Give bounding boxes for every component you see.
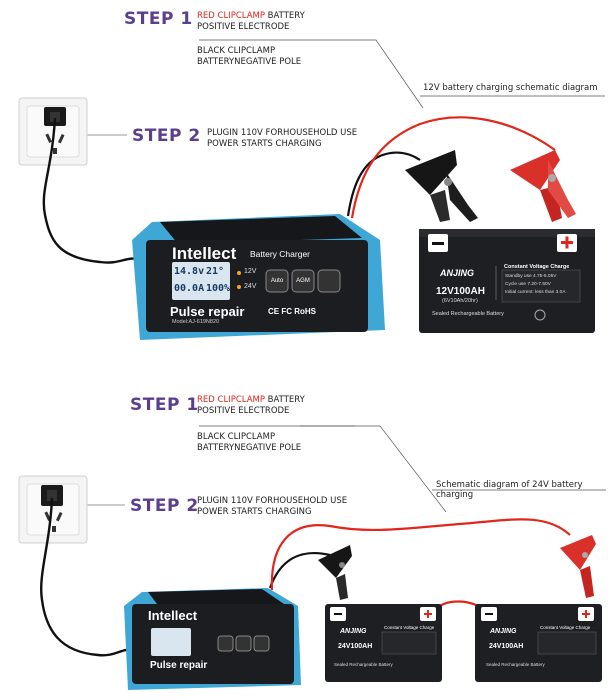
bottom-step2-line1: PLUGIN 110V FORHOUSEHOLD USE	[197, 496, 348, 506]
bottom-b2-brand: ANJING	[490, 628, 517, 635]
top-mode-12v: 12V	[244, 268, 257, 275]
bottom-step2-text: PLUGIN 110V FORHOUSEHOLD USE POWER START…	[197, 496, 347, 518]
top-positive-electrode-text: POSITIVE ELECTRODE	[197, 22, 290, 32]
bottom-black-clamp-icon	[318, 545, 352, 600]
top-battery-spec: Standby use 4.75-5.05V Cycle use 7.20-7.…	[505, 273, 566, 297]
bottom-red-clamp-text: RED CLIPCLAMP	[197, 395, 265, 405]
top-battery	[419, 229, 595, 333]
top-step2-line1: PLUGIN 110V FORHOUSEHOLD USE	[207, 128, 358, 138]
top-black-clamp-icon	[405, 150, 478, 222]
top-black-clamp-line2: BATTERYNEGATIVE POLE	[197, 57, 302, 67]
bottom-b1-capacity: 24V100AH	[338, 643, 373, 650]
top-mode-24v: 24V	[244, 283, 257, 290]
top-repair-button[interactable]	[317, 269, 341, 293]
bottom-black-clamp-line1: BLACK CLIPCLAMP	[197, 432, 276, 442]
bottom-step1-text: RED CLIPCLAMP BATTERY POSITIVE ELECTRODE	[197, 395, 305, 417]
bottom-black-clamp-text: BLACK CLIPCLAMP BATTERYNEGATIVE POLE	[197, 432, 301, 454]
top-lcd-voltage: 14.8v	[174, 266, 205, 277]
bottom-b2-minus-icon	[485, 613, 493, 615]
top-red-cable	[350, 116, 556, 219]
top-lcd-percent: 100%	[206, 283, 231, 294]
top-battery-spec-title: Constant Voltage Charge	[504, 264, 570, 270]
top-step2-line2: POWER STARTS CHARGING	[207, 139, 322, 149]
bottom-b2-spec-title: Constant Voltage Charge	[540, 625, 591, 630]
bottom-auto-button[interactable]	[217, 635, 234, 652]
bottom-b2-capacity: 24V100AH	[489, 643, 524, 650]
top-battery-capacity: 12V100AH	[436, 286, 485, 297]
bottom-charger-tagline: Pulse repair	[150, 660, 208, 671]
bottom-b1-minus-icon	[334, 613, 342, 615]
bottom-charger	[124, 588, 301, 690]
bottom-positive-electrode-text: POSITIVE ELECTRODE	[197, 406, 290, 416]
bottom-step1-label: STEP 1	[130, 395, 199, 415]
top-spec-row: Standby use 4.75-5.05V	[505, 274, 557, 279]
top-step2-label: STEP 2	[132, 126, 201, 146]
top-spec-row: Cycle use 7.20-7.50V	[505, 282, 551, 287]
bottom-black-cable	[268, 551, 331, 589]
bottom-b1-brand: ANJING	[340, 628, 367, 635]
bottom-charger-lcd	[151, 628, 191, 656]
top-black-clamp-text: BLACK CLIPCLAMP BATTERYNEGATIVE POLE	[197, 46, 301, 68]
top-black-clamp-line1: BLACK CLIPCLAMP	[197, 46, 276, 56]
bottom-step2-line2: POWER STARTS CHARGING	[197, 507, 312, 517]
top-red-clamp-icon	[510, 150, 576, 222]
bottom-b1-footer: Sealed Rechargeable Battery	[334, 662, 393, 667]
top-charger-lcd	[172, 262, 230, 300]
top-battery-footer: Sealed Rechargeable Battery	[432, 311, 504, 317]
bottom-b1-spec-title: Constant Voltage Charge	[384, 625, 435, 630]
top-step1-text-rest: BATTERY	[264, 11, 305, 21]
top-red-clamp-text: RED CLIPCLAMP	[197, 11, 265, 21]
top-lcd-current: 00.0A	[174, 283, 205, 294]
bottom-red-cable	[270, 518, 571, 591]
top-auto-label: Auto	[270, 278, 284, 284]
top-black-cable	[346, 151, 421, 217]
top-charger	[132, 214, 385, 340]
top-charger-model: Model:AJ-619N820	[172, 319, 220, 325]
bottom-charger-brand: Intellect	[148, 608, 198, 623]
top-step1-label: STEP 1	[124, 9, 193, 29]
bottom-repair-button[interactable]	[253, 635, 270, 652]
bottom-agm-button[interactable]	[235, 635, 252, 652]
top-battery-brand: ANJING	[440, 268, 475, 278]
bottom-battery-1	[325, 604, 442, 682]
top-auto-button[interactable]	[265, 269, 289, 293]
bottom-step1-text-rest: BATTERY	[264, 395, 305, 405]
bottom-schematic-label: Schematic diagram of 24V battery chargin…	[436, 480, 583, 500]
top-minus-icon	[432, 242, 444, 245]
top-agm-button[interactable]	[291, 269, 315, 293]
top-charger-brand: Intellect	[172, 244, 237, 263]
bottom-black-clamp-line2: BATTERYNEGATIVE POLE	[197, 443, 302, 453]
bottom-clamp-leader	[300, 425, 447, 513]
top-step2-text: PLUGIN 110V FORHOUSEHOLD USE POWER START…	[207, 128, 357, 150]
top-step1-text: RED CLIPCLAMP BATTERY POSITIVE ELECTRODE	[197, 11, 305, 33]
top-lcd-temp: 21°	[206, 266, 225, 277]
bottom-red-clamp-icon	[560, 535, 596, 598]
top-clamp-leader	[345, 39, 424, 109]
top-power-cord	[42, 117, 141, 264]
top-battery-sub: (6V10Ah/20hr)	[442, 298, 478, 304]
bottom-b2-footer: Sealed Rechargeable Battery	[486, 662, 545, 667]
bottom-battery-2	[475, 604, 602, 682]
top-charger-tagline: Pulse repair	[170, 304, 245, 319]
bottom-step2-label: STEP 2	[130, 496, 199, 516]
bottom-wall-socket-icon	[18, 475, 88, 544]
bottom-power-cord	[40, 497, 133, 657]
top-agm-label: AGM	[296, 278, 310, 284]
top-charger-product: Battery Charger	[250, 249, 310, 259]
top-recycle-icon	[534, 309, 546, 321]
top-charger-certs: CE FC RoHS	[268, 307, 316, 316]
top-schematic-label: 12V battery charging schematic diagram	[423, 83, 598, 93]
top-spec-row: Initial current: less than 3.0A	[505, 290, 566, 295]
